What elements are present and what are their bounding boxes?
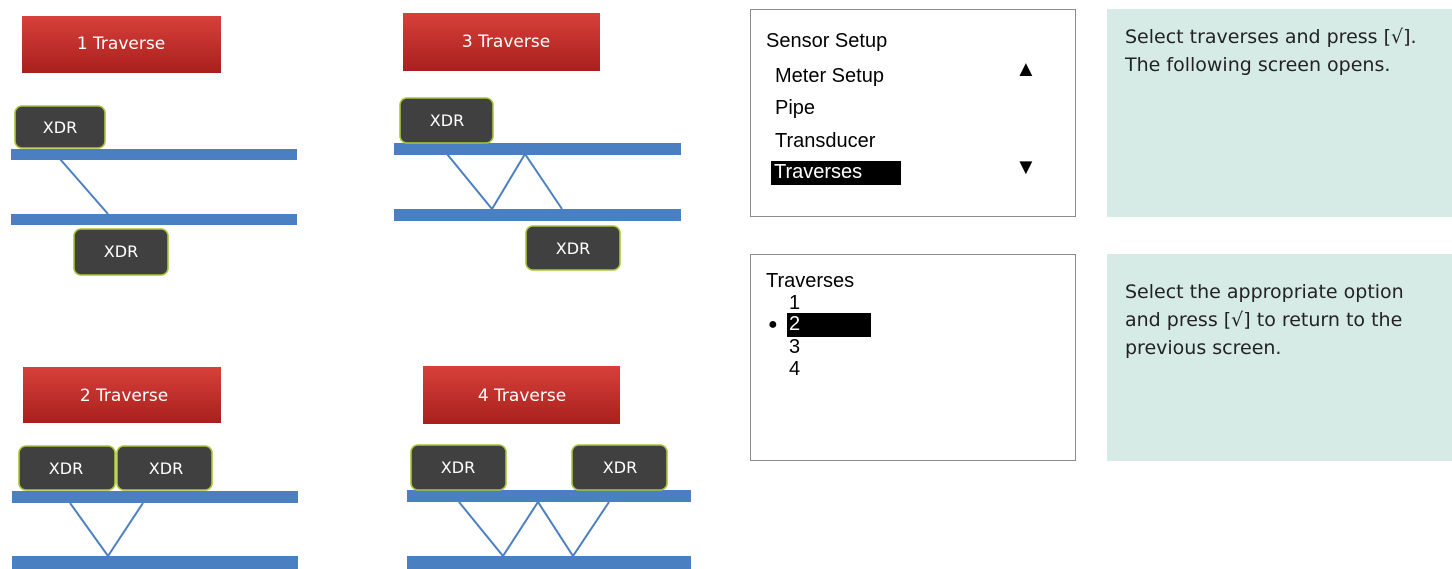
- sound-path: [69, 502, 144, 558]
- sound-path: [458, 500, 610, 558]
- xdr-label: XDR: [104, 242, 138, 261]
- xdr-transducer-left: XDR: [18, 445, 116, 491]
- pipe-bottom-wall: [407, 556, 691, 569]
- banner-2-traverse: 2 Traverse: [23, 367, 221, 423]
- banner-3-traverse: 3 Traverse: [403, 13, 600, 71]
- banner-3-traverse-label: 3 Traverse: [462, 32, 550, 52]
- xdr-label: XDR: [49, 459, 83, 478]
- xdr-label: XDR: [603, 458, 637, 477]
- scroll-up-arrow-icon[interactable]: ▲: [1015, 56, 1037, 81]
- option-3[interactable]: 3: [789, 336, 801, 358]
- option-1[interactable]: 1: [789, 292, 801, 314]
- banner-1-traverse-label: 1 Traverse: [77, 34, 165, 54]
- menu-item-traverses-selected[interactable]: Traverses: [771, 161, 901, 185]
- scroll-down-arrow-icon[interactable]: ▼: [1015, 154, 1037, 179]
- menu-item-traverses-label: Traverses: [774, 161, 863, 183]
- xdr-label: XDR: [430, 111, 464, 130]
- menu-item-meter-setup[interactable]: Meter Setup: [775, 65, 884, 87]
- option-2-selected[interactable]: 2: [787, 313, 871, 337]
- banner-4-traverse-label: 4 Traverse: [478, 386, 566, 406]
- diagram-4-traverse: 4 Traverse XDR XDR: [407, 366, 691, 569]
- xdr-transducer-right: XDR: [571, 444, 668, 491]
- xdr-transducer: XDR: [73, 228, 169, 276]
- banner-4-traverse: 4 Traverse: [423, 366, 620, 424]
- xdr-transducer: XDR: [399, 97, 494, 144]
- xdr-transducer: XDR: [525, 225, 621, 271]
- sound-path: [446, 152, 563, 211]
- sensor-setup-screen: Sensor Setup Meter Setup Pipe Transducer…: [750, 9, 1076, 217]
- diagram-3-traverse: 3 Traverse XDR XDR: [394, 13, 681, 271]
- xdr-label: XDR: [556, 239, 590, 258]
- banner-2-traverse-label: 2 Traverse: [80, 386, 168, 406]
- diagram-2-traverse: 2 Traverse XDR XDR: [12, 367, 298, 569]
- instruction-note-first: Select traverses and press [√]. The foll…: [1107, 9, 1452, 217]
- menu-item-transducer[interactable]: Transducer: [775, 130, 876, 152]
- xdr-transducer: XDR: [14, 105, 106, 149]
- banner-1-traverse: 1 Traverse: [22, 16, 221, 73]
- sound-path: [59, 158, 109, 215]
- pipe-bottom-wall: [11, 214, 297, 225]
- pipe-top-wall: [12, 491, 298, 503]
- option-2-label: 2: [789, 313, 801, 335]
- pipe-top-wall: [407, 490, 691, 502]
- pipe-top-wall: [11, 149, 297, 160]
- pipe-bottom-wall: [394, 209, 681, 221]
- traverse-diagrams: 1 Traverse XDR XDR 3 Traverse XDR XDR: [11, 13, 691, 569]
- pipe-top-wall: [394, 143, 681, 155]
- xdr-label: XDR: [149, 459, 183, 478]
- xdr-label: XDR: [43, 118, 77, 137]
- instruction-note-second: Select the appropriate option and press …: [1107, 254, 1452, 461]
- screen-title: Sensor Setup: [766, 30, 888, 52]
- xdr-label: XDR: [441, 458, 475, 477]
- xdr-transducer-left: XDR: [410, 444, 507, 491]
- traverses-screen: Traverses 1 ● 2 3 4: [750, 254, 1076, 461]
- pipe-bottom-wall: [12, 556, 298, 569]
- option-4[interactable]: 4: [789, 358, 801, 380]
- menu-item-pipe[interactable]: Pipe: [775, 97, 816, 119]
- xdr-transducer-right: XDR: [116, 445, 213, 491]
- diagram-1-traverse: 1 Traverse XDR XDR: [11, 16, 297, 276]
- selected-bullet-icon: ●: [768, 316, 778, 333]
- screen-title: Traverses: [766, 270, 855, 292]
